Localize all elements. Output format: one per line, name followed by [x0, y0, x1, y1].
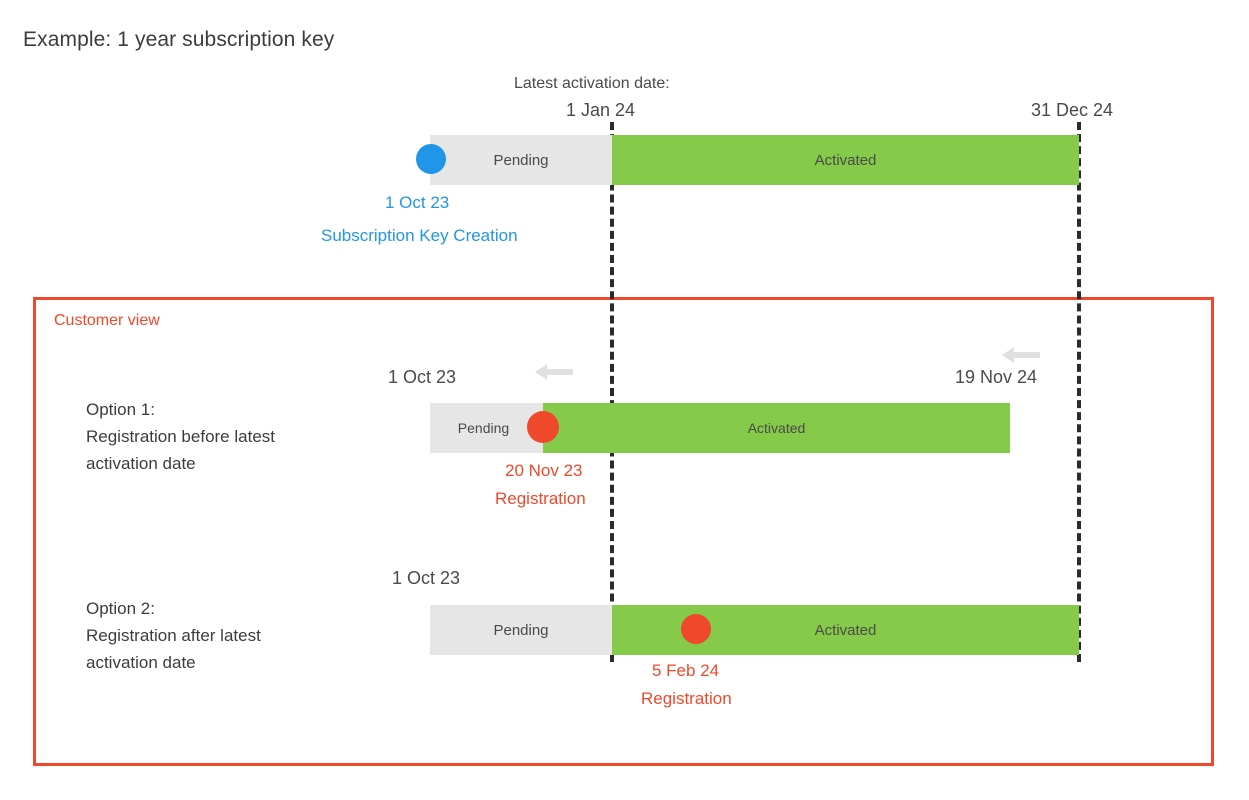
option-2-title: Option 2: — [86, 599, 155, 618]
latest-activation-date-caption: Latest activation date: — [514, 75, 670, 92]
end-date-guideline — [1077, 122, 1081, 662]
latest-activation-date-value: 1 Jan 24 — [566, 100, 636, 120]
option-2-line3: activation date — [86, 653, 196, 672]
option-2-start-date: 1 Oct 23 — [392, 568, 461, 588]
blue-dot-icon[interactable] — [416, 144, 446, 174]
key-creation-date: 1 Oct 23 — [385, 193, 450, 212]
customer-view-label: Customer view — [50, 312, 164, 330]
key-timeline-activated-label: Activated — [814, 151, 877, 169]
option-1-activated-bar[interactable]: Activated — [543, 403, 1010, 453]
arrow-left-icon-end — [1002, 347, 1040, 363]
option-1-title: Option 1: — [86, 400, 155, 419]
end-date-value: 31 Dec 24 — [1031, 100, 1114, 120]
latest-activation-date-guideline — [610, 122, 614, 662]
option-1-start-date: 1 Oct 23 — [388, 367, 457, 387]
option-2-activated-label: Activated — [814, 621, 877, 639]
key-timeline-activated-bar[interactable]: Activated — [612, 135, 1079, 185]
key-timeline-pending-bar[interactable]: Pending — [430, 135, 612, 185]
red-dot-icon-option-1[interactable] — [527, 411, 559, 443]
arrow-left-icon — [535, 364, 573, 380]
page-title: Example: 1 year subscription key — [23, 28, 335, 51]
option-2-pending-bar[interactable]: Pending — [430, 605, 612, 655]
option-2-pending-label: Pending — [493, 621, 549, 639]
key-creation-event: Subscription Key Creation — [321, 226, 518, 245]
option-1-registration-date: 20 Nov 23 — [505, 461, 583, 480]
red-dot-icon-option-2[interactable] — [681, 614, 711, 644]
option-1-end-date: 19 Nov 24 — [955, 367, 1038, 387]
option-1-line2: Registration before latest — [86, 427, 275, 446]
option-2-registration-event: Registration — [641, 689, 732, 708]
key-timeline-pending-label: Pending — [493, 151, 549, 169]
option-1-registration-event: Registration — [495, 489, 586, 508]
option-2-registration-date: 5 Feb 24 — [652, 661, 720, 680]
option-1-line3: activation date — [86, 454, 196, 473]
option-1-pending-label: Pending — [457, 420, 510, 436]
option-2-line2: Registration after latest — [86, 626, 261, 645]
option-1-activated-label: Activated — [747, 420, 806, 436]
customer-view-box — [33, 297, 1214, 766]
